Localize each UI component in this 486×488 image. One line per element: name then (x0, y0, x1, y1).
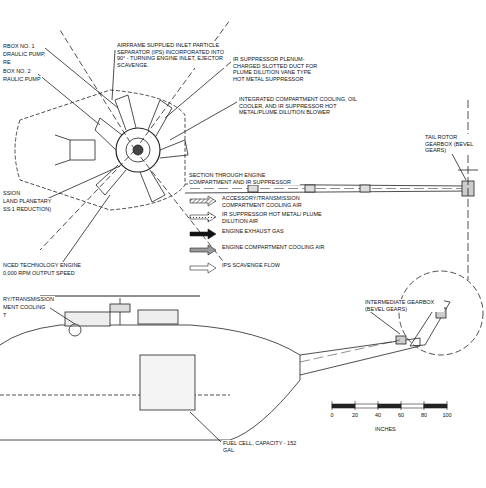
part-label: RE (2, 59, 12, 66)
scale-number: 80 (420, 412, 428, 419)
scale-segment (355, 404, 378, 408)
part-label: RY/TRANSMISSION (2, 296, 55, 303)
top-section-view (15, 20, 478, 280)
scale-segment (332, 404, 355, 408)
part-label: SECTION THROUGH ENGINE COMPARTMENT AND I… (188, 172, 300, 185)
scale-tick (447, 401, 448, 410)
part-label: TAIL ROTOR GEARBOX (BEVEL GEARS) (424, 134, 484, 154)
legend-text: IPS SCAVENGE FLOW (222, 262, 340, 269)
scale-segment (401, 404, 424, 408)
part-label: INTEGRATED COMPARTMENT COOLING, OIL COOL… (238, 96, 360, 116)
part-label: RBOX NO. 1 (2, 43, 35, 50)
legend-text: IR SUPPRESSOR HOT METAL/ PLUME DILUTION … (222, 211, 340, 224)
scale-tick (378, 401, 379, 410)
scale-number: 60 (397, 412, 405, 419)
part-label: 0,000 RPM OUTPUT SPEED (2, 270, 76, 277)
part-label: RAULIC PUMP (2, 76, 42, 83)
scale-segment (424, 404, 447, 408)
scale-bar (332, 401, 447, 410)
part-label: FUEL CELL, CAPACITY - 152 GAL (222, 440, 306, 453)
legend-arrows (190, 196, 216, 273)
part-label: SS:1 REDUCTION) (2, 206, 52, 213)
scale-number: 0 (329, 412, 334, 419)
legend-text: ACCESSORY/TRANSMISSION COMPARTMENT COOLI… (222, 195, 340, 208)
part-label: SSION (2, 190, 21, 197)
scale-number: 40 (374, 412, 382, 419)
scale-tick (332, 401, 333, 410)
scale-number: 20 (351, 412, 359, 419)
scale-segment (378, 404, 401, 408)
part-label: BOX NO. 2 (2, 68, 32, 75)
scale-tick (401, 401, 402, 410)
scale-tick (355, 401, 356, 410)
legend-text: ENGINE COMPARTMENT COOLING AIR (222, 244, 340, 251)
part-label: DRAULIC PUMP, (2, 51, 46, 58)
part-label: IR SUPPRESSOR PLENUM-CHARGED SLOTTED DUC… (232, 56, 322, 82)
part-label: NCED TECHNOLOGY ENGINE (2, 262, 82, 269)
part-label: AIRFRAME SUPPLIED INLET PARTICLE SEPARAT… (116, 42, 226, 68)
part-label: MENT COOLING (2, 304, 46, 311)
part-label: LAND PLANETARY (2, 198, 52, 205)
legend-text: ENGINE EXHAUST GAS (222, 228, 340, 235)
part-label: INCHES (374, 426, 397, 433)
part-label: INTERMEDIATE GEARBOX (BEVEL GEARS) (364, 299, 444, 312)
scale-tick (424, 401, 425, 410)
side-view (0, 271, 483, 442)
scale-number: 100 (441, 412, 452, 419)
part-label: T (2, 312, 7, 319)
